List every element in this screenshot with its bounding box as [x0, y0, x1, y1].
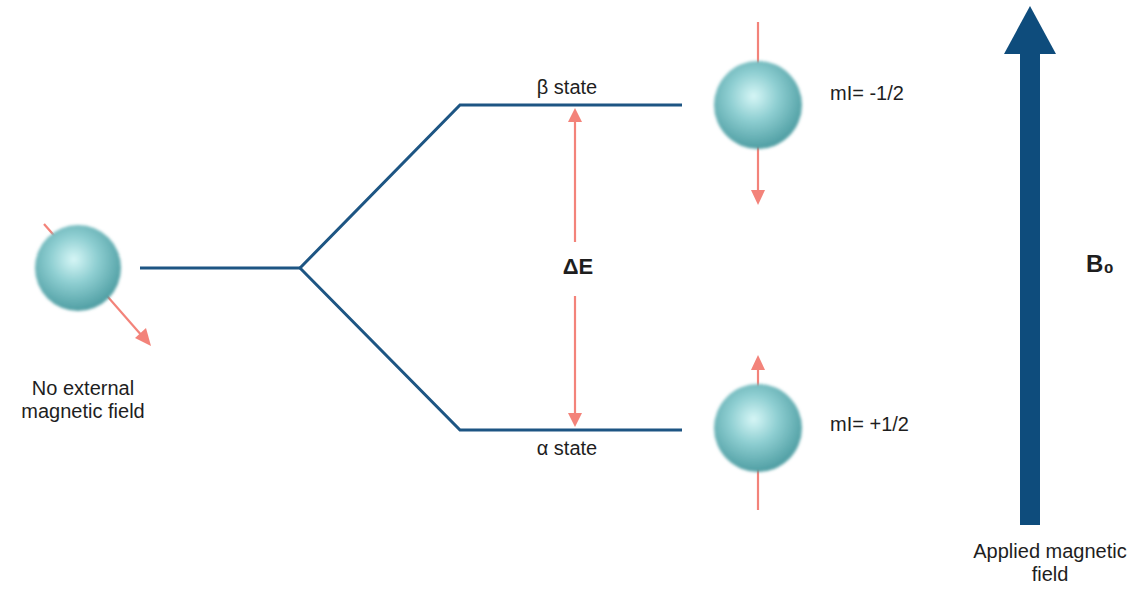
- arrow-head: [751, 355, 765, 370]
- energy-gap-label: ΔE: [543, 254, 613, 280]
- alpha-level: [300, 268, 682, 430]
- field-head: [1004, 6, 1056, 54]
- nucleus-sphere: [714, 61, 802, 149]
- beta-level: [300, 105, 682, 268]
- unsplit-level: [140, 267, 300, 270]
- spin-alpha: [714, 355, 802, 510]
- spin-quantum-number: mI= +1/2: [830, 413, 960, 436]
- energy-levels: [140, 105, 682, 430]
- field-caption: Applied magnetic field: [964, 540, 1136, 586]
- arrow-shaft: [574, 118, 576, 242]
- arrow-head: [568, 413, 582, 427]
- spin-beta: [714, 22, 802, 205]
- field-symbol: B₀: [1086, 250, 1136, 278]
- level-label: β state: [507, 76, 627, 99]
- field-shaft: [1020, 52, 1040, 525]
- arrow-head: [568, 108, 582, 122]
- nucleus-sphere: [714, 384, 802, 472]
- arrow-shaft: [574, 296, 576, 417]
- field-arrow: [1004, 6, 1056, 525]
- arrow-head: [751, 190, 765, 205]
- state-caption: No external magnetic field: [3, 377, 163, 423]
- spin-quantum-number: mI= -1/2: [830, 82, 960, 105]
- level-label: α state: [507, 437, 627, 460]
- spin-left: [35, 224, 151, 346]
- nucleus-sphere: [35, 225, 121, 311]
- arrow-head: [135, 328, 151, 346]
